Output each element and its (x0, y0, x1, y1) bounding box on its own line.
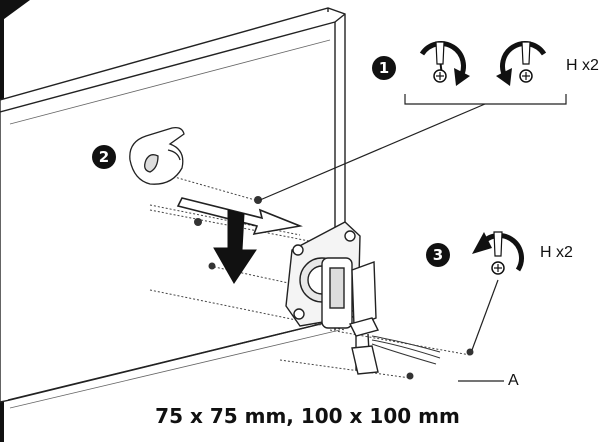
step-1-quantity: H x2 (566, 57, 599, 74)
vesa-size-caption: 75 x 75 mm, 100 x 100 mm (155, 404, 460, 428)
cable (371, 335, 441, 365)
screw (194, 196, 474, 380)
monitor-panel (0, 7, 346, 409)
screwdriver-clockwise-icon (496, 41, 547, 86)
step-1-bracket (259, 94, 567, 201)
step-1-badge: 1 (372, 56, 396, 80)
step-3-leader (471, 279, 499, 351)
callout-a-label: A (508, 372, 519, 389)
screwdriver-counterclockwise-icon (419, 41, 470, 86)
step-3-quantity: H x2 (540, 244, 573, 261)
step-3-badge: 3 (426, 243, 450, 267)
hand-icon (129, 126, 185, 185)
corner-mark (0, 0, 30, 22)
step-2-badge: 2 (92, 145, 116, 169)
monitor-arm (321, 257, 380, 375)
screwdriver-clockwise-icon (472, 231, 524, 275)
down-arrow-icon (213, 209, 257, 284)
